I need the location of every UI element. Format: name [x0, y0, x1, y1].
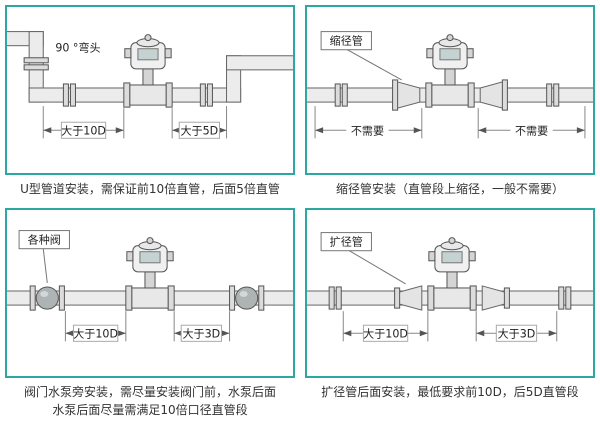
flowmeter-icon: [125, 236, 175, 311]
pipe-flanges: [23, 57, 213, 107]
dimension-left: 不需要: [314, 106, 423, 139]
dimension-right: 大于5D: [171, 106, 228, 139]
panel-reducer: 缩径管 不需要 不需要: [305, 5, 595, 175]
dim-label: 不需要: [351, 124, 384, 137]
dim-label: 大于10D: [363, 326, 408, 340]
diagram-expander: 扩径管 大于10D 大于: [307, 231, 593, 342]
dimension-left: 大于10D: [342, 310, 429, 342]
expander-label: 扩径管: [330, 234, 363, 248]
panel-expander: 扩径管 大于10D 大于: [305, 207, 595, 378]
component-label-box: [320, 31, 372, 51]
leader-line: [347, 49, 402, 81]
elbow-label: 90 °弯头: [55, 41, 100, 55]
cell-valve: 各种阀 大于10D 大于: [5, 207, 295, 427]
dimension-right: 大于3D: [475, 310, 558, 342]
dimension-right: 大于3D: [173, 310, 231, 342]
caption-valve: 阀门水泵旁安装，需尽量安装阀门前，水泵后面 水泵后面尽量需满足10倍口径直管段: [5, 378, 295, 427]
caption-text: U型管道安装，需保证前10倍直管，后面5倍直管: [20, 182, 280, 196]
leader-line: [349, 249, 406, 284]
reducer-shape-left: [397, 81, 421, 109]
panel-u-bend: 90 °弯头 大于10D 大于5D: [5, 5, 295, 175]
cell-reducer: 缩径管 不需要 不需要: [305, 5, 595, 206]
dim-label: 大于3D: [498, 326, 536, 340]
dim-label: 大于10D: [61, 123, 106, 137]
reducer-label: 缩径管: [330, 34, 363, 48]
cell-expander: 扩径管 大于10D 大于: [305, 207, 595, 427]
valve-icon-left: [29, 285, 65, 311]
valve-icon-right: [229, 285, 265, 311]
caption-text: 缩径管安装（直管段上缩径，一般不需要）: [335, 182, 564, 196]
caption-text-line1: 阀门水泵旁安装，需尽量安装阀门前，水泵后面: [23, 384, 276, 399]
caption-text: 扩径管后面安装，最低要求前10D，后5D直管段: [321, 384, 579, 399]
dim-label: 大于5D: [181, 123, 219, 137]
flowmeter-icon: [123, 34, 173, 108]
dim-label: 大于10D: [73, 326, 118, 340]
dimension-left: 大于10D: [42, 106, 125, 139]
caption-reducer: 缩径管安装（直管段上缩径，一般不需要）: [305, 175, 595, 206]
caption-expander: 扩径管后面安装，最低要求前10D，后5D直管段: [305, 378, 595, 409]
dimension-right: 不需要: [477, 106, 586, 139]
leader-line: [42, 248, 48, 283]
dim-label: 不需要: [515, 124, 548, 137]
component-label-box: [320, 231, 372, 251]
cell-u-bend: 90 °弯头 大于10D 大于5D: [5, 5, 295, 206]
diagram-reducer: 缩径管 不需要 不需要: [307, 31, 593, 139]
flowmeter-icon: [425, 34, 475, 108]
diagram-u-bend: 90 °弯头 大于10D 大于5D: [7, 31, 293, 139]
component-label-box: [18, 229, 70, 249]
caption-u-bend: U型管道安装，需保证前10倍直管，后面5倍直管: [5, 175, 295, 206]
reducer-shape-right: [479, 81, 503, 109]
caption-text-line2: 水泵后面尽量需满足10倍口径直管段: [52, 403, 248, 418]
pipe-run: [7, 31, 293, 103]
valve-label: 各种阀: [28, 232, 61, 246]
expander-shape-right: [481, 284, 505, 311]
flowmeter-icon: [427, 236, 477, 311]
dim-label: 大于3D: [183, 326, 221, 340]
panel-valve: 各种阀 大于10D 大于: [5, 207, 295, 378]
expander-shape-left: [399, 284, 423, 311]
dimension-left: 大于10D: [64, 310, 127, 342]
diagram-valve: 各种阀 大于10D 大于: [7, 229, 293, 342]
